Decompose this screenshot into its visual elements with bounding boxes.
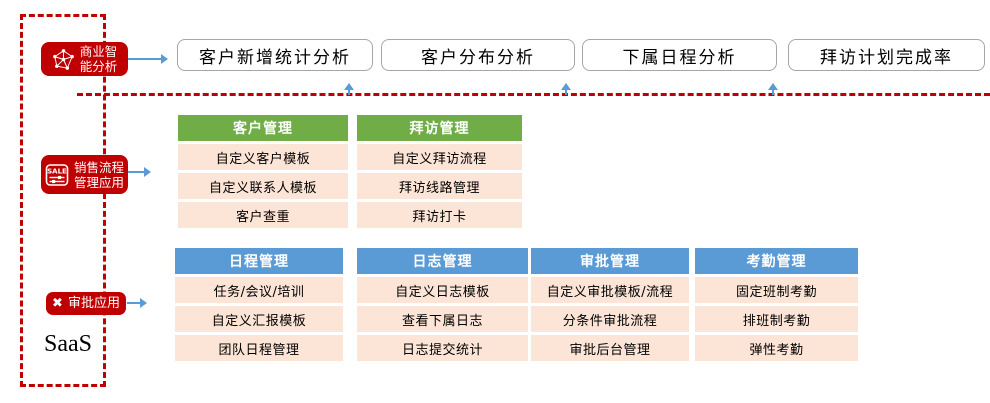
table-row: 自定义日志模板 [357,277,528,303]
label-business-intelligence: 商业智 能分析 [41,42,128,76]
table-row: 自定义审批模板/流程 [531,277,689,303]
flow-arrow [128,167,151,177]
table-customer-management: 客户管理 自定义客户模板 自定义联系人模板 客户查重 [178,115,348,228]
table-header: 日程管理 [175,248,343,274]
analysis-box-new-customer-stats: 客户新增统计分析 [177,39,373,71]
sale-settings-icon: SALE [45,163,69,186]
label-sales-process-apps: SALE 销售流程 管理应用 [41,155,128,194]
label-text: 审批应用 [67,295,120,311]
table-row: 日志提交统计 [357,335,528,361]
label-approval-apps: ✖ 审批应用 [46,292,126,315]
network-graph-icon [52,48,74,70]
label-text: 销售流程 管理应用 [74,159,125,190]
table-row: 客户查重 [178,202,348,228]
table-approval-management: 审批管理 自定义审批模板/流程 分条件审批流程 审批后台管理 [531,248,689,361]
table-header: 拜访管理 [357,115,522,141]
saas-dashed-boundary [20,14,106,387]
table-row: 自定义汇报模板 [175,306,343,332]
bi-dashed-separator-line [77,93,990,96]
flow-arrow [128,54,168,64]
up-arrow-icon [768,83,778,95]
analysis-box-visit-plan-completion: 拜访计划完成率 [788,39,985,71]
up-arrow-icon [344,83,354,95]
table-row: 任务/会议/培训 [175,277,343,303]
table-row: 自定义联系人模板 [178,173,348,199]
analysis-box-customer-distribution: 客户分布分析 [381,39,575,71]
table-journal-management: 日志管理 自定义日志模板 查看下属日志 日志提交统计 [357,248,528,361]
saas-label: SaaS [44,331,92,357]
flow-arrow [127,298,147,308]
table-attendance-management: 考勤管理 固定班制考勤 排班制考勤 弹性考勤 [695,248,858,361]
analysis-box-subordinate-schedule: 下属日程分析 [582,39,777,71]
table-header: 日志管理 [357,248,528,274]
table-row: 分条件审批流程 [531,306,689,332]
table-row: 弹性考勤 [695,335,858,361]
table-schedule-management: 日程管理 任务/会议/培训 自定义汇报模板 团队日程管理 [175,248,343,361]
table-header: 客户管理 [178,115,348,141]
table-header: 审批管理 [531,248,689,274]
table-visit-management: 拜访管理 自定义拜访流程 拜访线路管理 拜访打卡 [357,115,522,228]
table-row: 拜访打卡 [357,202,522,228]
label-text: 商业智 能分析 [79,44,118,74]
table-row: 固定班制考勤 [695,277,858,303]
table-row: 审批后台管理 [531,335,689,361]
x-icon: ✖ [52,296,63,311]
table-row: 团队日程管理 [175,335,343,361]
table-row: 自定义拜访流程 [357,144,522,170]
up-arrow-icon [561,83,571,95]
table-header: 考勤管理 [695,248,858,274]
table-row: 排班制考勤 [695,306,858,332]
table-row: 拜访线路管理 [357,173,522,199]
table-row: 查看下属日志 [357,306,528,332]
svg-text:SALE: SALE [47,167,67,175]
table-row: 自定义客户模板 [178,144,348,170]
